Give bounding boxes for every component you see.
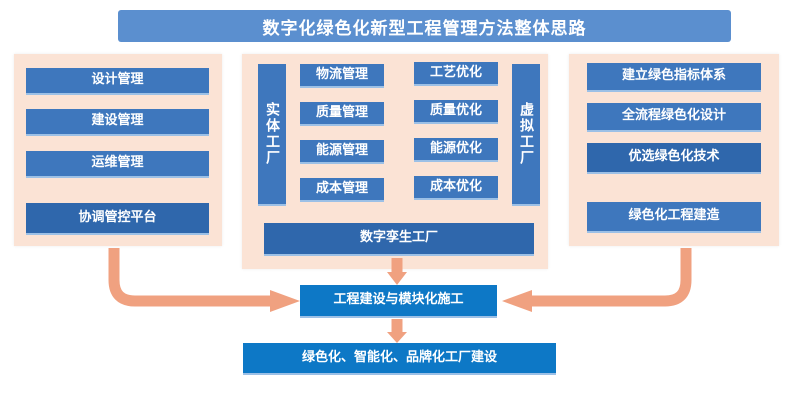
- left-item-construction-management: 建设管理: [26, 109, 209, 136]
- coordination-control-platform: 协调管控平台: [26, 203, 209, 235]
- right-item-green-technology-selection: 优选绿色化技术: [587, 143, 761, 174]
- opt-item-cost: 成本优化: [414, 176, 498, 200]
- mgmt-item-quality: 质量管理: [300, 102, 384, 126]
- left-item-design-management: 设计管理: [26, 68, 209, 95]
- mgmt-item-energy: 能源管理: [300, 140, 384, 164]
- opt-item-energy: 能源优化: [414, 138, 498, 162]
- mgmt-item-logistics: 物流管理: [300, 64, 384, 88]
- opt-item-quality: 质量优化: [414, 100, 498, 124]
- right-to-construction-arrow: [530, 248, 692, 307]
- entity-factory-label: 实体工厂: [258, 64, 286, 206]
- diagram-title: 数字化绿色化新型工程管理方法整体思路: [118, 10, 731, 42]
- green-engineering-construction: 绿色化工程建造: [587, 202, 761, 233]
- digital-twin-factory: 数字孪生工厂: [264, 223, 534, 256]
- engineering-construction-modular: 工程建设与模块化施工: [300, 285, 497, 318]
- opt-item-process: 工艺优化: [414, 62, 498, 86]
- left-to-construction-arrow: [108, 248, 272, 307]
- mgmt-item-cost: 成本管理: [300, 178, 384, 202]
- virtual-factory-label: 虚拟工厂: [512, 64, 540, 206]
- right-item-full-process-green-design: 全流程绿色化设计: [587, 103, 761, 132]
- left-item-operation-management: 运维管理: [26, 151, 209, 178]
- right-item-green-indicator-system: 建立绿色指标体系: [587, 63, 761, 92]
- green-smart-brand-factory: 绿色化、智能化、品牌化工厂建设: [243, 343, 556, 375]
